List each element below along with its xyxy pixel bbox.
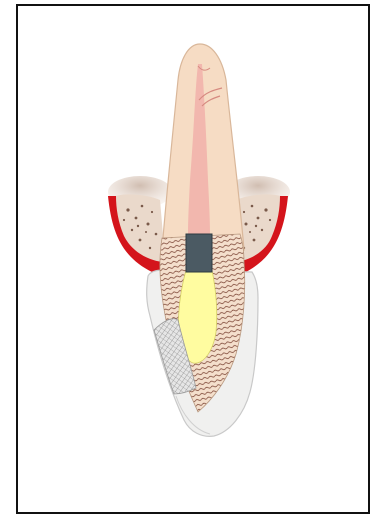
post-core	[186, 234, 212, 272]
